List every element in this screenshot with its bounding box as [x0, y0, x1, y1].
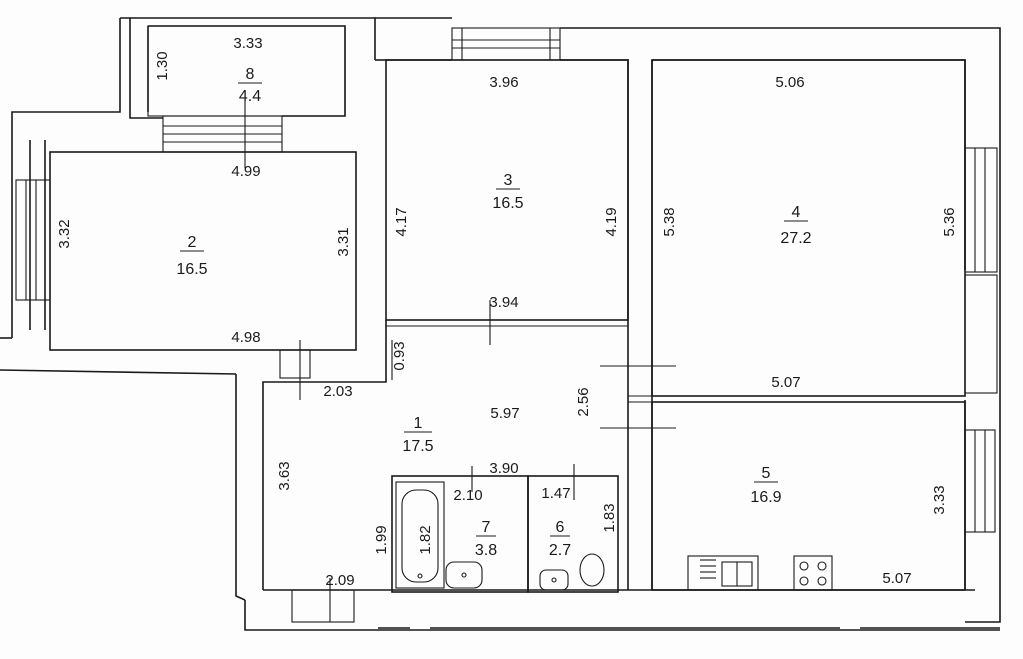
dim-r7-height-inner: 1.82 [417, 525, 434, 554]
dim-hall-width: 5.97 [490, 405, 519, 422]
dim-r5-bottom: 5.07 [882, 570, 911, 587]
dim-r4-right: 5.36 [941, 207, 958, 236]
room-4-area: 27.2 [780, 230, 811, 247]
room-5-area: 16.9 [750, 489, 781, 506]
room-2-area: 16.5 [176, 261, 207, 278]
dim-r8-width: 3.33 [233, 35, 262, 52]
room-2-number: 2 [188, 234, 197, 251]
room-7-number: 7 [482, 519, 491, 536]
dim-bath-span: 3.90 [489, 460, 518, 477]
dim-r7-height-outer: 1.99 [373, 525, 390, 554]
room-4-number: 4 [792, 204, 801, 221]
room-3-outline [385, 27, 629, 345]
dim-r2-top: 4.99 [231, 163, 260, 180]
dim-r4-bottom: 5.07 [771, 374, 800, 391]
stove-icon [793, 555, 833, 591]
room-6-area: 2.7 [549, 542, 571, 559]
dim-r7-width: 2.10 [453, 487, 482, 504]
kitchen-sink-icon [687, 555, 759, 591]
room-8-area: 4.4 [239, 88, 261, 105]
dim-hall-door: 0.93 [391, 341, 408, 370]
dim-r5-right: 3.33 [931, 485, 948, 514]
exterior-walls [0, 17, 1001, 631]
dim-r6-width: 1.47 [541, 485, 570, 502]
room-1-number: 1 [414, 415, 423, 432]
room-8-number: 8 [246, 66, 255, 83]
dim-r3-right: 4.19 [603, 207, 620, 236]
dim-r2-left: 3.32 [56, 219, 73, 248]
dim-r4-left: 5.38 [661, 207, 678, 236]
room-3-number: 3 [504, 172, 513, 189]
dim-r2-bottom: 4.98 [231, 329, 260, 346]
dim-hall-right: 2.56 [575, 387, 592, 416]
room-7-outline [391, 466, 529, 593]
dim-r3-bottom: 3.94 [489, 294, 518, 311]
room-1-outline [262, 320, 393, 623]
room-8-outline [147, 25, 346, 168]
room-5-number: 5 [762, 465, 771, 482]
dim-r2-right: 3.31 [335, 227, 352, 256]
dim-r6-height: 1.83 [601, 503, 618, 532]
dim-hall-left: 3.63 [276, 461, 293, 490]
room-6-outline [527, 464, 619, 593]
dim-r8-depth: 1.30 [154, 51, 171, 80]
room-3-area: 16.5 [492, 195, 523, 212]
room-2-outline [15, 151, 357, 400]
dim-hall-notch: 2.03 [323, 383, 352, 400]
room-6-number: 6 [556, 519, 565, 536]
dimension-labels: 3.33 1.30 4.99 4.98 3.32 3.31 3.96 3.94 … [56, 35, 958, 589]
dim-r3-top: 3.96 [489, 74, 518, 91]
room-1-area: 17.5 [402, 438, 433, 455]
dim-hall-bottom: 2.09 [325, 572, 354, 589]
dim-r3-left: 4.17 [393, 207, 410, 236]
dim-r4-top: 5.06 [775, 74, 804, 91]
room-7-area: 3.8 [475, 542, 497, 559]
room-labels: 8 4.4 2 16.5 3 16.5 4 27.2 5 16.9 1 17.5… [176, 66, 811, 559]
